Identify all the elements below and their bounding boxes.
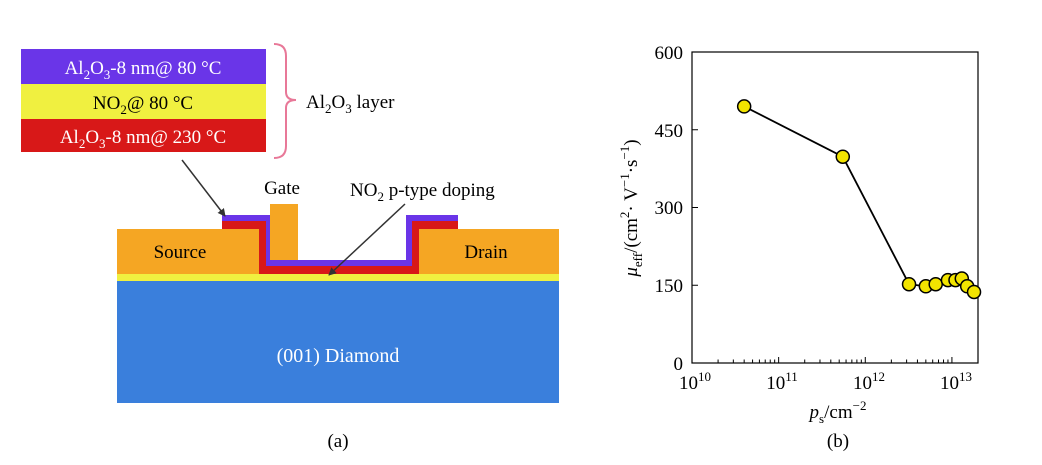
caption-b: (b) — [827, 431, 849, 452]
layer-top-label: Al2O3-8 nm@ 80 °C — [65, 58, 222, 82]
bracket-label: Al2O3 layer — [306, 92, 395, 116]
gate-label: Gate — [264, 178, 300, 199]
x-tick-1e13: 1013 — [940, 369, 972, 394]
data-point — [928, 276, 943, 292]
doping-label: NO2 p-type doping — [350, 180, 495, 204]
stack-arrow — [181, 159, 226, 217]
substrate-label: (001) Diamond — [277, 345, 400, 367]
x-tick-1e12: 1012 — [853, 369, 885, 394]
y-tick-450: 450 — [655, 121, 684, 142]
source-block — [117, 229, 259, 274]
panel-a: Al2O3-8 nm@ 80 °C NO2@ 80 °C Al2O3-8 nm@… — [21, 43, 559, 452]
x-tick-1e10: 1010 — [679, 369, 711, 394]
minor-ticks — [717, 359, 979, 363]
layer-mid-label: NO2@ 80 °C — [93, 93, 193, 117]
layer-stack-mid — [21, 84, 266, 119]
dielectric-red — [222, 221, 458, 274]
diamond-substrate — [117, 281, 559, 403]
drain-label: Drain — [464, 242, 508, 263]
major-ticks — [691, 51, 953, 364]
y-tick-300: 300 — [655, 198, 684, 219]
caption-a: (a) — [327, 431, 348, 452]
y-axis-label: μeff/(cm2· V−1·s−1) — [617, 139, 645, 277]
doping-layer — [117, 274, 559, 281]
layer-stack-top — [21, 49, 266, 84]
layer-stack-bottom — [21, 119, 266, 152]
layer-bottom-label: Al2O3-8 nm@ 230 °C — [60, 127, 226, 151]
source-label: Source — [154, 242, 207, 263]
bracket — [273, 43, 297, 159]
data-point — [966, 284, 982, 300]
data-points — [736, 99, 982, 300]
panel-b: 0 150 300 450 600 1010 1011 1012 1013 μe… — [617, 43, 982, 452]
gate-electrode — [270, 204, 298, 260]
x-tick-1e11: 1011 — [766, 369, 798, 394]
y-tick-0: 0 — [674, 354, 684, 375]
x-axis-label: ps/cm−2 — [808, 398, 867, 426]
drain-block — [419, 229, 559, 274]
y-tick-600: 600 — [655, 43, 684, 64]
dielectric-purple — [222, 215, 458, 266]
plot-frame — [691, 51, 979, 364]
data-point — [901, 276, 917, 292]
data-point — [835, 149, 851, 164]
series-line — [743, 105, 975, 293]
y-tick-150: 150 — [655, 276, 684, 297]
doping-arrow — [328, 203, 406, 276]
data-point — [736, 99, 752, 114]
